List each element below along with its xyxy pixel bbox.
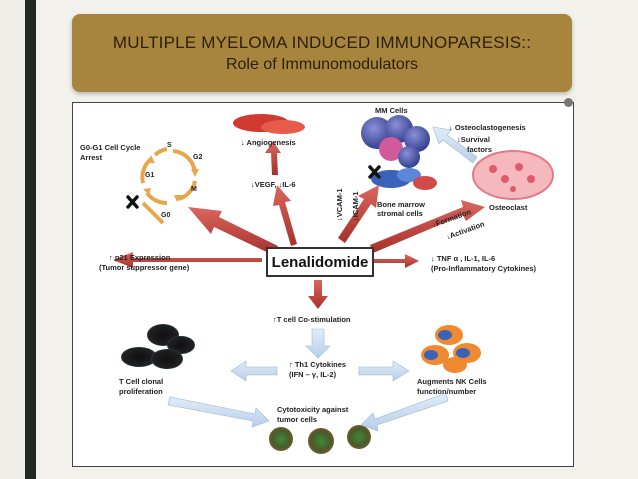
survival-label: ↓Survival: [457, 135, 490, 144]
lenalidomide-box: Lenalidomide: [266, 247, 374, 277]
cytotox-sublabel: tumor cells: [277, 415, 318, 424]
nk-cell-icon: [421, 325, 481, 373]
nk-label: Augments NK Cells: [417, 377, 487, 386]
arrow-to-p21: [113, 252, 262, 268]
arrow-th1-to-nk: [358, 360, 410, 382]
phase-g1: G1: [145, 172, 155, 179]
slide-subtitle: Role of Immunomodulators: [225, 55, 419, 73]
cytotox-label: Cytotoxicity against: [277, 405, 349, 414]
bone-marrow-stromal-icon: [371, 168, 437, 190]
arrow-to-osteoclast: [370, 200, 485, 253]
blue-arrows: [167, 126, 478, 432]
phase-g2: G2: [193, 154, 203, 161]
slide-accent-bar: [25, 0, 36, 479]
phase-s: S: [167, 142, 172, 149]
cell-cycle-label: G0-G1 Cell Cycle: [80, 143, 141, 152]
phase-g0: G0: [161, 212, 171, 219]
th1-label: ↑ Th1 Cytokines: [289, 360, 347, 369]
angiogenesis-label: ↓ Angiogenesis: [241, 138, 296, 147]
p21-sublabel: (Tumor suppressor gene): [99, 263, 190, 272]
mm-cells-label: MM Cells: [375, 106, 408, 115]
arrow-to-cell-cycle: [188, 207, 278, 255]
cell-cycle-arrowheads: [143, 155, 199, 202]
tcell-clonal-sublabel: proliferation: [119, 387, 163, 396]
tumor-cell-icon: [269, 425, 371, 454]
icam-label: ↓ICAM-1: [351, 191, 360, 221]
vegf-label: ↓VEGF, ↓IL-6: [251, 180, 296, 189]
panel-corner-dot: [564, 98, 573, 107]
arrow-vegf-to-angio: [265, 141, 281, 175]
arrow-to-tnf: [374, 254, 419, 268]
diagram-graphics: [113, 114, 554, 454]
stromal-cells-label: stromal cells: [377, 209, 423, 218]
cell-cycle-arrest-mark: [126, 195, 139, 209]
title-box: MULTIPLE MYELOMA INDUCED IMMUNOPARESIS::…: [72, 14, 572, 92]
osteoclast-icon: [472, 150, 554, 200]
factors-label: factors: [467, 145, 493, 154]
diagram-panel: G0-G1 Cell Cycle Arrest S G2 M G1 G0 ↓ A…: [72, 98, 574, 467]
tnf-sublabel: (Pro-Inflammatory Cytokines): [431, 264, 537, 273]
g0-exit-arrow: [141, 201, 165, 225]
cell-cycle-sublabel: Arrest: [80, 153, 103, 162]
osteoclastogenesis-label: ↓ Osteoclastogenesis: [449, 123, 526, 132]
tnf-label: ↓ TNF α , IL-1, IL-6: [431, 254, 496, 263]
t-cell-icon: [121, 324, 195, 369]
osteoclast-label: Osteoclast: [489, 203, 528, 212]
arrow-to-tcell-costim: [308, 280, 328, 309]
nk-sublabel: function/number: [417, 387, 477, 396]
tcell-costim-label: ↑T cell Co-stimulation: [273, 315, 351, 324]
slide-title: MULTIPLE MYELOMA INDUCED IMMUNOPARESIS::: [112, 32, 532, 52]
angiogenesis-icon: [233, 114, 305, 134]
th1-sublabel: (IFN – γ, IL-2): [289, 370, 337, 379]
phase-m: M: [191, 186, 197, 193]
bone-marrow-label: Bone marrow: [377, 200, 425, 209]
adhesion-block-mark: [368, 165, 381, 179]
arrow-th1-to-tcell: [230, 360, 278, 382]
arrow-nk-to-cytotox: [360, 392, 449, 432]
vcam-label: ↓VCAM-1: [335, 188, 344, 221]
arrow-to-vegf: [273, 185, 297, 246]
mm-cells-icon: [361, 115, 430, 168]
red-arrows: [113, 141, 485, 309]
arrow-costim-to-th1: [305, 328, 331, 359]
arrow-to-stromal: [338, 185, 379, 243]
arrow-osteoclast-to-mm: [432, 126, 478, 164]
p21-label: ↑ p21 Expression: [109, 253, 171, 262]
arrow-tcell-to-cytotox: [167, 396, 270, 428]
tcell-clonal-label: T Cell clonal: [119, 377, 164, 386]
